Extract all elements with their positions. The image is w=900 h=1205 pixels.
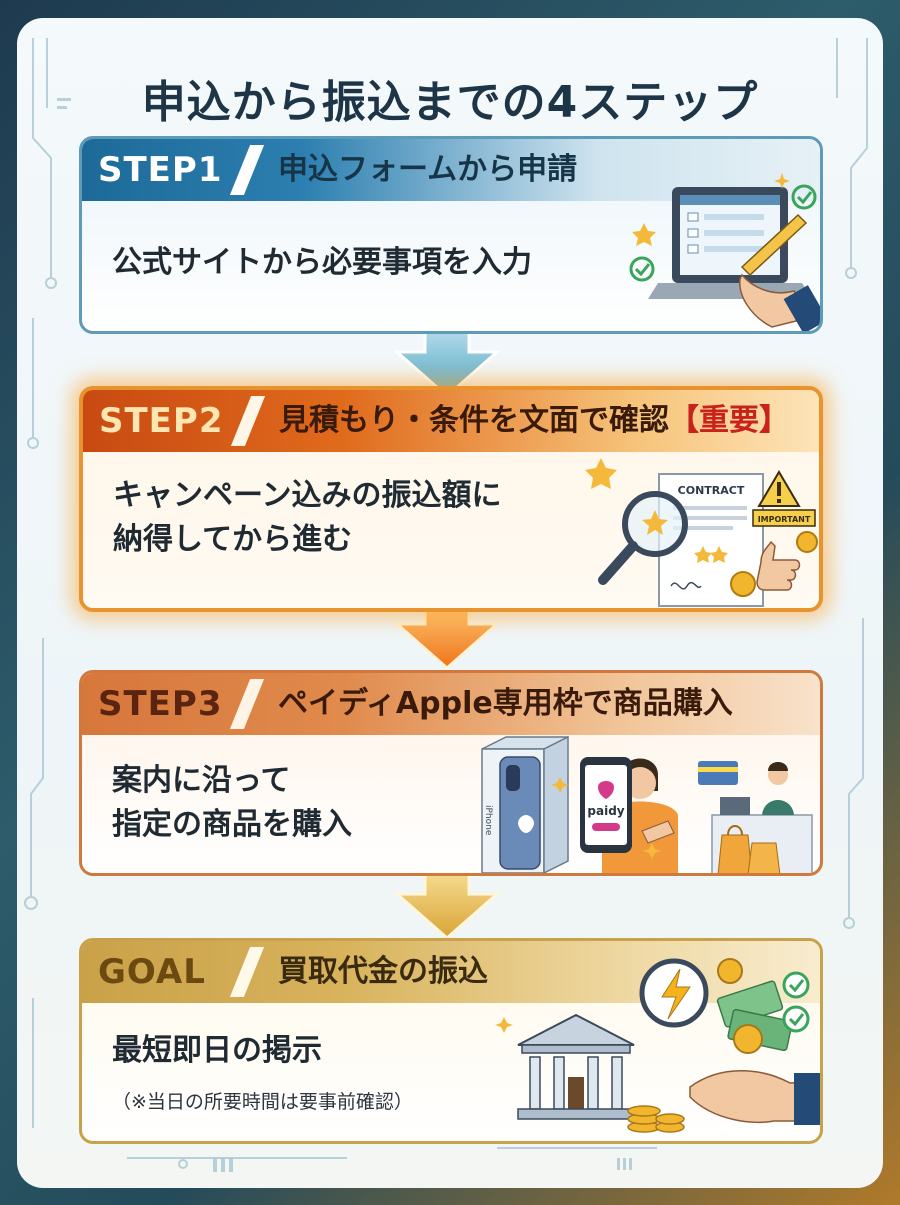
important-label: IMPORTANT bbox=[758, 515, 811, 524]
step-tag: STEP2 bbox=[99, 401, 224, 441]
step-description-line-2: 納得してから進む bbox=[113, 522, 353, 557]
step-tag: GOAL bbox=[98, 952, 206, 992]
step-note: （※当日の所要時間は要事前確認） bbox=[112, 1091, 413, 1113]
divider bbox=[230, 396, 266, 446]
step-description: 公式サイトから必要事項を入力 bbox=[112, 245, 532, 280]
sparkle-icon bbox=[585, 458, 617, 489]
step-description-line-1: キャンペーン込みの振込額に bbox=[113, 478, 502, 513]
contract-magnifier-icon: CONTRACT IMPORTANT bbox=[598, 470, 818, 607]
laptop-signing-icon bbox=[629, 173, 820, 331]
important-badge: 【重要】 bbox=[669, 403, 789, 438]
infographic-card: 申込から振込までの4ステップ STEP1 申込フォームから申請 bbox=[17, 18, 883, 1188]
contract-label: CONTRACT bbox=[678, 484, 745, 497]
step-headline-text: 見積もり・条件を文面で確認 bbox=[279, 403, 669, 438]
step-description-line-1: 案内に沿って bbox=[112, 763, 291, 798]
step-header: STEP2 見積もり・条件を文面で確認【重要】 bbox=[83, 390, 819, 452]
iphone-paidy-purchase-icon: iPhone paidy bbox=[481, 735, 813, 873]
step-headline: 見積もり・条件を文面で確認【重要】 bbox=[279, 390, 789, 452]
step-tag: STEP3 bbox=[98, 684, 223, 724]
step-description: 最短即日の掲示 bbox=[112, 1033, 322, 1068]
step-header: STEP3 ペイディApple専用枠で商品購入 bbox=[82, 673, 820, 735]
divider bbox=[229, 145, 265, 195]
iphone-box-label: iPhone bbox=[483, 805, 493, 836]
step-headline: 買取代金の振込 bbox=[278, 954, 488, 989]
circuit-decoration bbox=[24, 38, 868, 1172]
step-headline: 申込フォームから申請 bbox=[278, 152, 578, 187]
bank-money-transfer-icon bbox=[495, 958, 820, 1133]
divider bbox=[229, 679, 265, 729]
step-1-card: STEP1 申込フォームから申請 公式サイトから必要事項を入力 bbox=[79, 136, 823, 334]
step-3-card: STEP3 ペイディApple専用枠で商品購入 案内に沿って 指定の商品を購入 … bbox=[79, 670, 823, 876]
step-tag: STEP1 bbox=[98, 150, 223, 190]
step-2-card: STEP2 見積もり・条件を文面で確認【重要】 キャンペーン込みの振込額に 納得… bbox=[79, 386, 823, 612]
divider bbox=[229, 947, 265, 997]
paidy-app-label: paidy bbox=[587, 804, 624, 818]
goal-card: GOAL 買取代金の振込 最短即日の掲示 （※当日の所要時間は要事前確認） bbox=[79, 938, 823, 1144]
page-title: 申込から振込までの4ステップ bbox=[141, 77, 759, 128]
step-description-line-2: 指定の商品を購入 bbox=[112, 807, 352, 842]
step-headline: ペイディApple専用枠で商品購入 bbox=[278, 686, 733, 721]
